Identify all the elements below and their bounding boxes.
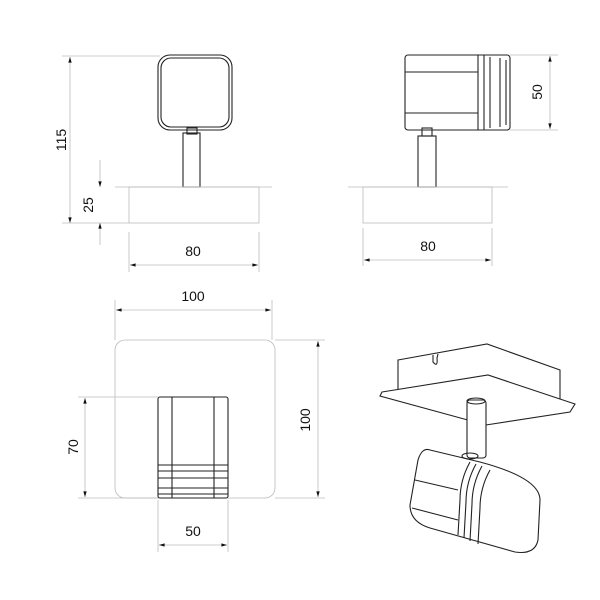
dimension-80-side: 80 [420, 238, 436, 254]
dimension-80-front: 80 [185, 243, 201, 259]
dimension-100-depth: 100 [297, 408, 313, 432]
mounting-plate [114, 339, 276, 499]
dimension-70: 70 [65, 439, 81, 455]
dimension-115: 115 [53, 129, 69, 152]
spot-head-side [404, 54, 511, 131]
dimension-100-width: 100 [181, 288, 205, 304]
iso-spot-head [409, 448, 541, 554]
front-view: 115 25 80 [53, 54, 272, 272]
dimension-50-side: 50 [529, 84, 545, 100]
dimension-50-top: 50 [185, 523, 201, 539]
spot-head-top [157, 396, 229, 499]
stem [182, 132, 201, 188]
side-view: 50 80 [348, 54, 558, 266]
dimension-25: 25 [80, 197, 96, 213]
stem-side [417, 135, 437, 188]
isometric-view [379, 343, 576, 554]
iso-stem [466, 399, 487, 459]
spot-head [157, 54, 233, 131]
top-view: 100 100 70 50 [65, 288, 325, 552]
base [128, 186, 260, 224]
